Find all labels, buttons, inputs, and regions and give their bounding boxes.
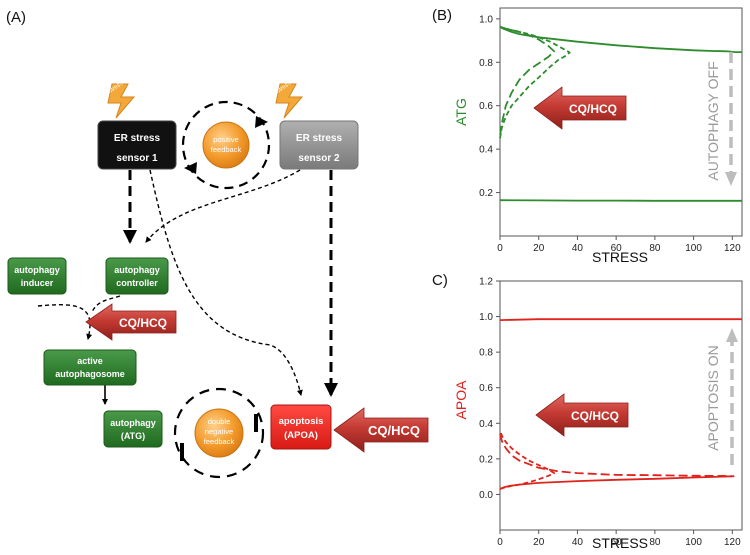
er-stress-sensor-2-node: ER stress sensor 2 [279,120,359,170]
panel-b-xtick-label: 0 [497,243,503,254]
panel-c-ylabel: APOA [453,380,469,420]
panel-b-ytick-label: 0.2 [479,188,493,199]
diagram-connectors [37,169,338,405]
svg-text:(ATG): (ATG) [121,431,145,441]
svg-text:sensor 2: sensor 2 [298,153,340,164]
panel-b-xtick-label: 80 [649,243,661,254]
panel-b-series-3-line [499,25,571,139]
panel-b-ylabel: ATG [453,98,469,126]
svg-text:active: active [77,356,103,366]
stress-icon-1: stress [107,81,136,119]
panel-c-series-3-line [499,430,556,490]
panel-b-ytick-label: 0.8 [479,58,493,69]
panel-b-xtick-label: 100 [685,243,702,254]
panel-c-ytick-label: 0.0 [479,490,493,501]
svg-text:(APOA): (APOA) [284,430,318,441]
svg-text:autophagosome: autophagosome [55,369,125,379]
svg-text:ER stress: ER stress [296,133,343,144]
panel-b-plot-frame [499,7,743,237]
svg-text:feedback: feedback [211,145,242,154]
svg-text:CQ/HCQ: CQ/HCQ [119,316,167,330]
panel-b-ytick-label: 0.6 [479,101,493,112]
panel-c-xlabel: STRESS [592,535,648,550]
panel-c-ytick-label: 0.2 [479,454,493,465]
panel-b-chart: (B) 0 20 40 60 80 100 120 0.2 0.4 0.6 0.8 1.0 ATG S… [432,7,743,265]
panel-b-ytick-label: 0.4 [479,145,493,156]
svg-text:ER stress: ER stress [114,133,161,144]
panel-b-xlabel: STRESS [592,249,648,265]
panel-c-axes: 0 20 40 60 80 100 120 0.0 0.2 0.4 0.6 0.8 1.0 1.2 [479,277,743,548]
panel-c-xtick-label: 20 [533,537,545,548]
autophagy-inducer-node: autophagy inducer [7,257,67,295]
panel-b-series-4-line [499,25,556,137]
autophagy-atg-node: autophagy (ATG) [103,410,163,448]
svg-text:autophagy: autophagy [110,418,156,428]
panel-c-ytick-label: 1.2 [479,277,493,288]
panel-c-xtick-label: 40 [572,537,584,548]
panel-c-annotation: APOPTOSIS ON [705,345,721,451]
double-negative-feedback-loop: double negative feedback [173,387,265,479]
svg-text:CQ/HCQ: CQ/HCQ [368,423,420,438]
svg-text:CQ/HCQ: CQ/HCQ [569,102,617,116]
panel-c-xtick-label: 120 [724,537,741,548]
panel-c-cq-hcq-arrow: CQ/HCQ [535,393,629,437]
panel-b-series-2-line [499,199,742,202]
er-stress-sensor-1-node: ER stress sensor 1 [97,120,177,170]
panel-b-xtick-label: 120 [724,243,741,254]
panel-c-plot-frame [499,280,743,531]
panel-b-series [499,25,742,202]
panel-b-xtick-label: 60 [611,243,623,254]
panel-c-xtick-label: 60 [611,537,623,548]
svg-text:autophagy: autophagy [114,265,160,275]
panel-b-label: (B) [432,7,452,24]
svg-text:feedback: feedback [204,437,235,446]
panel-b-annotation: AUTOPHAGY OFF [705,61,721,180]
active-autophagosome-node: active autophagosome [43,349,137,386]
panel-c-ytick-label: 0.4 [479,419,493,430]
panel-c-ytick-label: 0.6 [479,383,493,394]
stress-icon-2: stress [275,81,304,119]
cq-hcq-arrow-2: CQ/HCQ [333,407,429,453]
panel-c-ytick-label: 1.0 [479,312,493,323]
panel-c-series-1-line [499,318,742,321]
svg-text:inducer: inducer [21,278,54,288]
panel-c-label: C) [432,272,448,289]
panel-a-label: (A) [6,9,26,26]
panel-c-xtick-label: 80 [649,537,661,548]
panel-c-series [499,318,742,490]
autophagy-controller-node: autophagy controller [105,257,169,295]
panel-c-series-4-line [499,433,733,477]
svg-text:autophagy: autophagy [14,265,60,275]
apoptosis-apoa-node: apoptosis (APOA) [270,404,332,450]
panel-b-ytick-label: 1.0 [479,14,493,25]
svg-text:CQ/HCQ: CQ/HCQ [571,409,619,423]
svg-text:controller: controller [116,278,158,288]
panel-b-xtick-label: 40 [572,243,584,254]
panel-b-axes: 0 20 40 60 80 100 120 0.2 0.4 0.6 0.8 1.0 [479,7,743,254]
panel-b-cq-hcq-arrow: CQ/HCQ [533,86,627,130]
panel-b-xtick-label: 20 [533,243,545,254]
panel-c-series-2-line [499,475,735,490]
svg-text:negative: negative [205,427,233,436]
panel-c-ytick-label: 0.8 [479,348,493,359]
cq-hcq-arrow-1: CQ/HCQ [85,303,177,341]
svg-text:positive: positive [213,135,238,144]
panel-c-xtick-label: 0 [497,537,503,548]
svg-text:double: double [208,417,231,426]
svg-text:apoptosis: apoptosis [279,416,324,427]
positive-feedback-loop: positive feedback [181,100,271,190]
svg-text:sensor 1: sensor 1 [116,153,158,164]
panel-c-xtick-label: 100 [685,537,702,548]
panel-b-series-1-line [499,25,742,53]
